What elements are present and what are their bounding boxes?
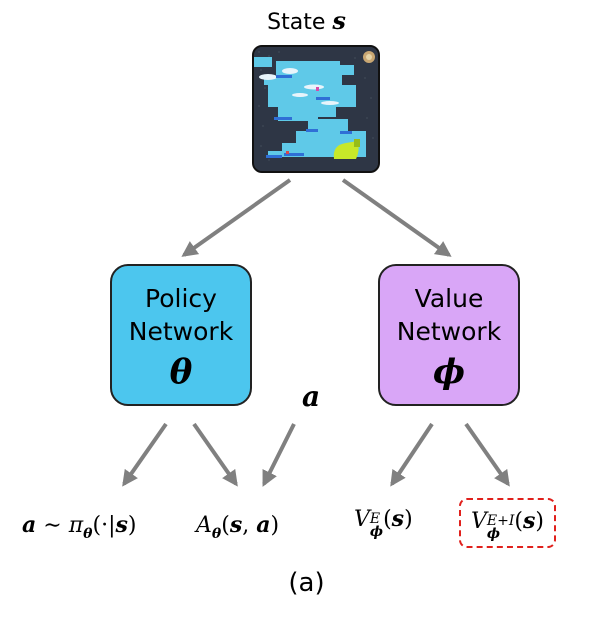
out-vei-close: ) bbox=[535, 509, 544, 534]
out-ve-close: ) bbox=[404, 507, 413, 532]
value-network-box: Value Network ϕ bbox=[378, 264, 520, 406]
arrow-policy-to-action bbox=[122, 422, 168, 487]
value-network-param: ϕ bbox=[432, 352, 465, 392]
out-action-pi-sub: θ bbox=[83, 526, 93, 542]
arrow-policy-to-advantage bbox=[192, 422, 238, 487]
value-network-label-line1: Value bbox=[414, 284, 484, 313]
out-action-close: ) bbox=[127, 513, 137, 538]
arrow-state-to-value bbox=[341, 178, 452, 257]
out-ve-sub: ϕ bbox=[369, 524, 384, 540]
out-vei-sub: ϕ bbox=[486, 526, 501, 542]
out-action-s: s bbox=[115, 512, 128, 538]
state-title: State s bbox=[0, 6, 613, 35]
out-action-sim: ∼ bbox=[36, 513, 69, 538]
policy-network-param: θ bbox=[169, 352, 193, 392]
out-vei-s: s bbox=[522, 508, 536, 534]
value-network-label-line2: Network bbox=[396, 317, 502, 346]
arrow-action-to-advantage bbox=[262, 423, 296, 487]
out-adv-comma: , bbox=[242, 513, 257, 538]
out-action-a: a bbox=[22, 512, 37, 538]
out-ve-V: V bbox=[354, 507, 370, 532]
policy-network-label-line2: Network bbox=[128, 317, 234, 346]
out-adv-A: A bbox=[196, 513, 212, 538]
out-adv-sub: θ bbox=[211, 526, 222, 542]
out-action-pi: π bbox=[68, 513, 84, 538]
out-vei-open: ( bbox=[514, 509, 523, 534]
state-title-text: State bbox=[267, 10, 326, 35]
out-vei-V: V bbox=[471, 509, 487, 534]
out-vei-sup: E+I bbox=[486, 513, 515, 529]
output-advantage: Aθ(s, a) bbox=[196, 510, 279, 549]
arrow-value-to-ve bbox=[390, 422, 434, 487]
figure-caption: (a) bbox=[288, 568, 325, 598]
arrow-state-to-policy bbox=[181, 178, 292, 257]
out-adv-close: ) bbox=[270, 513, 280, 538]
out-ve-open: ( bbox=[383, 507, 392, 532]
policy-network-box: Policy Network θ bbox=[110, 264, 252, 406]
out-adv-open: ( bbox=[221, 513, 230, 538]
arrow-value-to-vei bbox=[464, 422, 510, 487]
out-adv-s: s bbox=[229, 512, 243, 538]
out-action-args: (·| bbox=[92, 513, 116, 538]
out-adv-a: a bbox=[256, 512, 271, 538]
action-input-symbol: a bbox=[302, 380, 321, 413]
game-level-image bbox=[254, 47, 378, 171]
policy-network-label-line1: Policy bbox=[145, 284, 217, 313]
output-action-sampling: a ∼ πθ(·|s) bbox=[22, 510, 136, 549]
out-ve-sup: E bbox=[369, 511, 381, 527]
state-symbol: s bbox=[332, 6, 346, 35]
state-game-screenshot bbox=[252, 45, 380, 173]
out-ve-s: s bbox=[391, 506, 405, 532]
